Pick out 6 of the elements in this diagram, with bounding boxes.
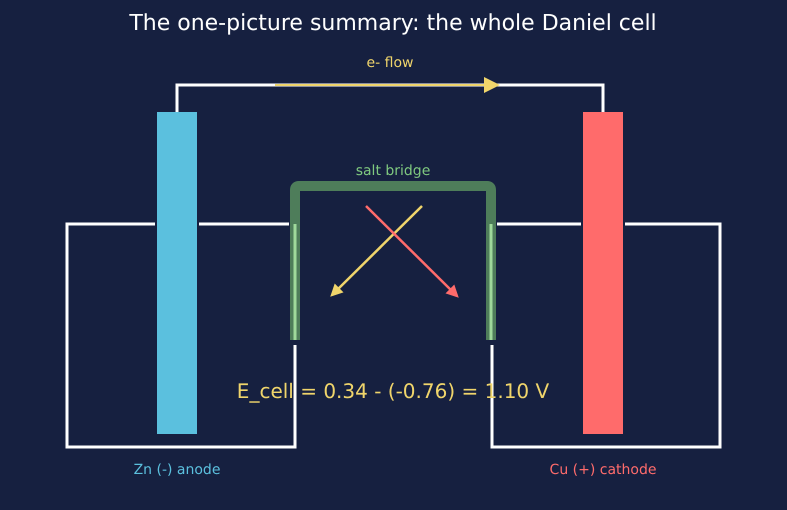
beaker-outline xyxy=(64,221,298,450)
edge-label: e- flow xyxy=(366,56,414,70)
diagram-title: The one-picture summary: the whole Daniel cell xyxy=(129,13,657,35)
salt-bridge-label: salt bridge xyxy=(356,164,430,178)
electrode-label: Cu (+) cathode xyxy=(550,463,656,477)
electrode-label: Zn (-) anode xyxy=(134,463,220,477)
